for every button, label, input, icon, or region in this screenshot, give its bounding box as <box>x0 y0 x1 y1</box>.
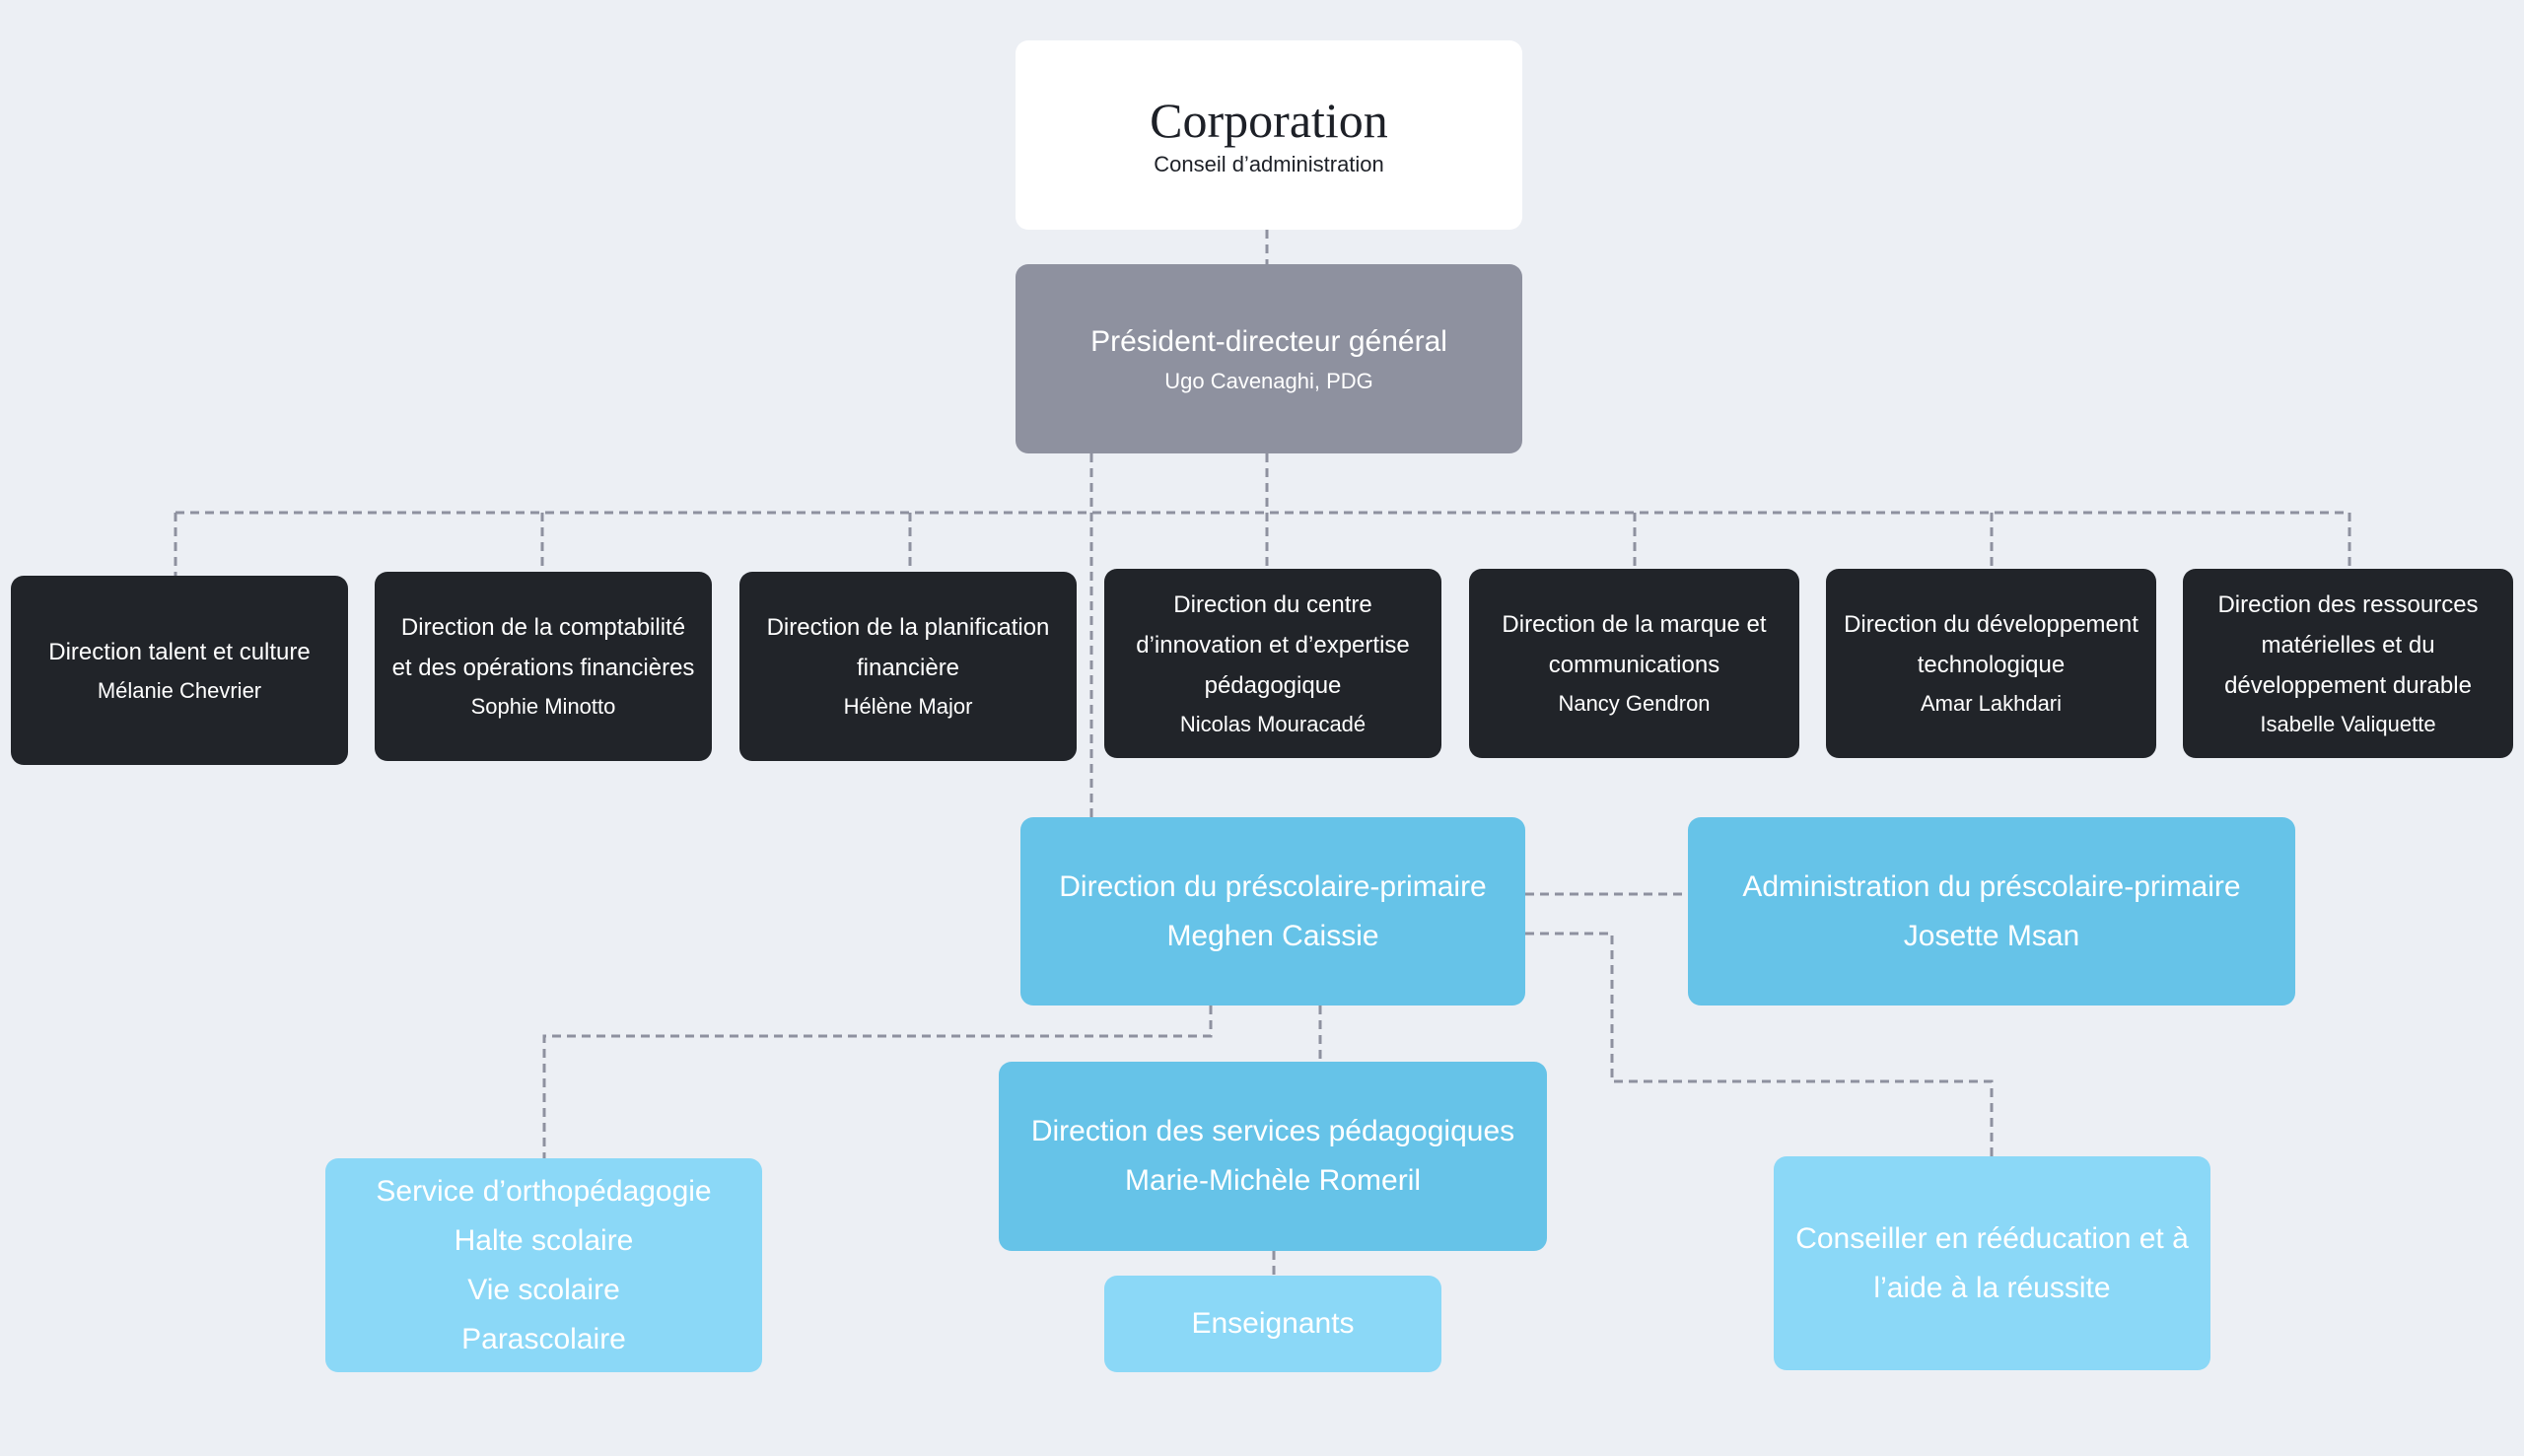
direction-name: Amar Lakhdari <box>1920 691 2063 716</box>
prescolaire-title: Direction du préscolaire-primaire <box>1059 869 1487 903</box>
direction-box: Direction des ressources matérielles et … <box>2183 569 2513 758</box>
direction-title: Direction talent et culture <box>48 638 311 665</box>
ceo-title: Président-directeur général <box>1090 325 1447 358</box>
prescolaire-box: Direction du préscolaire-primaire Meghen… <box>1020 817 1525 1005</box>
conseiller-box: Conseiller en rééducation et à l’aide à … <box>1774 1156 2210 1370</box>
ceo-name: Ugo Cavenaghi, PDG <box>1164 369 1373 393</box>
ceo-box: Président-directeur général Ugo Cavenagh… <box>1016 264 1522 453</box>
direction-box: Direction de la marque et communications… <box>1469 569 1799 758</box>
direction-title: Direction du développement technologique <box>1844 611 2138 678</box>
direction-name: Nancy Gendron <box>1558 691 1711 716</box>
services-pedagogiques-title: Direction des services pédagogiques <box>1030 1115 1515 1147</box>
direction-name: Isabelle Valiquette <box>2260 711 2436 736</box>
administration-name: Josette Msan <box>1903 919 2080 952</box>
direction-box: Direction talent et culture Mélanie Chev… <box>11 576 348 765</box>
orthopedagogie-line: Vie scolaire <box>467 1273 620 1306</box>
orthopedagogie-line: Parascolaire <box>461 1322 626 1355</box>
services-pedagogiques-box: Direction des services pédagogiques Mari… <box>999 1062 1547 1251</box>
services-pedagogiques-name: Marie-Michèle Romeril <box>1124 1164 1422 1197</box>
corporation-box: Corporation Conseil d’administration <box>1016 40 1522 230</box>
direction-name: Mélanie Chevrier <box>97 677 262 703</box>
direction-title: Direction de la marque et communications <box>1502 611 1767 678</box>
enseignants-box: Enseignants <box>1104 1276 1441 1372</box>
direction-name: Nicolas Mouracadé <box>1179 711 1367 736</box>
enseignants-title: Enseignants <box>1191 1307 1355 1340</box>
direction-name: Hélène Major <box>843 694 973 719</box>
orthopedagogie-line: Halte scolaire <box>454 1223 634 1257</box>
prescolaire-name: Meghen Caissie <box>1166 919 1379 952</box>
direction-box: Direction du développement technologique… <box>1826 569 2156 758</box>
line-prescolaire-conseiller <box>1525 932 1994 1156</box>
direction-box: Direction de la planification financière… <box>739 572 1077 761</box>
direction-box: Direction de la comptabilité et des opér… <box>375 572 712 761</box>
direction-title: Direction de la planification financière <box>766 614 1050 681</box>
line-prescolaire-ortho <box>542 1005 1213 1158</box>
direction-title: Direction de la comptabilité et des opér… <box>391 614 695 681</box>
direction-title: Direction des ressources matérielles et … <box>2217 590 2479 699</box>
corporation-subtitle: Conseil d’administration <box>1154 152 1384 176</box>
administration-title: Administration du préscolaire-primaire <box>1742 869 2241 903</box>
direction-title: Direction du centre d’innovation et d’ex… <box>1136 590 1410 699</box>
conseiller-title: Conseiller en rééducation et à l’aide à … <box>1795 1221 2189 1304</box>
corporation-title: Corporation <box>1150 93 1388 148</box>
direction-name: Sophie Minotto <box>470 694 616 719</box>
administration-box: Administration du préscolaire-primaire J… <box>1688 817 2295 1005</box>
orthopedagogie-box: Service d’orthopédagogie Halte scolaire … <box>325 1158 762 1372</box>
orthopedagogie-line: Service d’orthopédagogie <box>376 1174 712 1208</box>
direction-box: Direction du centre d’innovation et d’ex… <box>1104 569 1441 758</box>
